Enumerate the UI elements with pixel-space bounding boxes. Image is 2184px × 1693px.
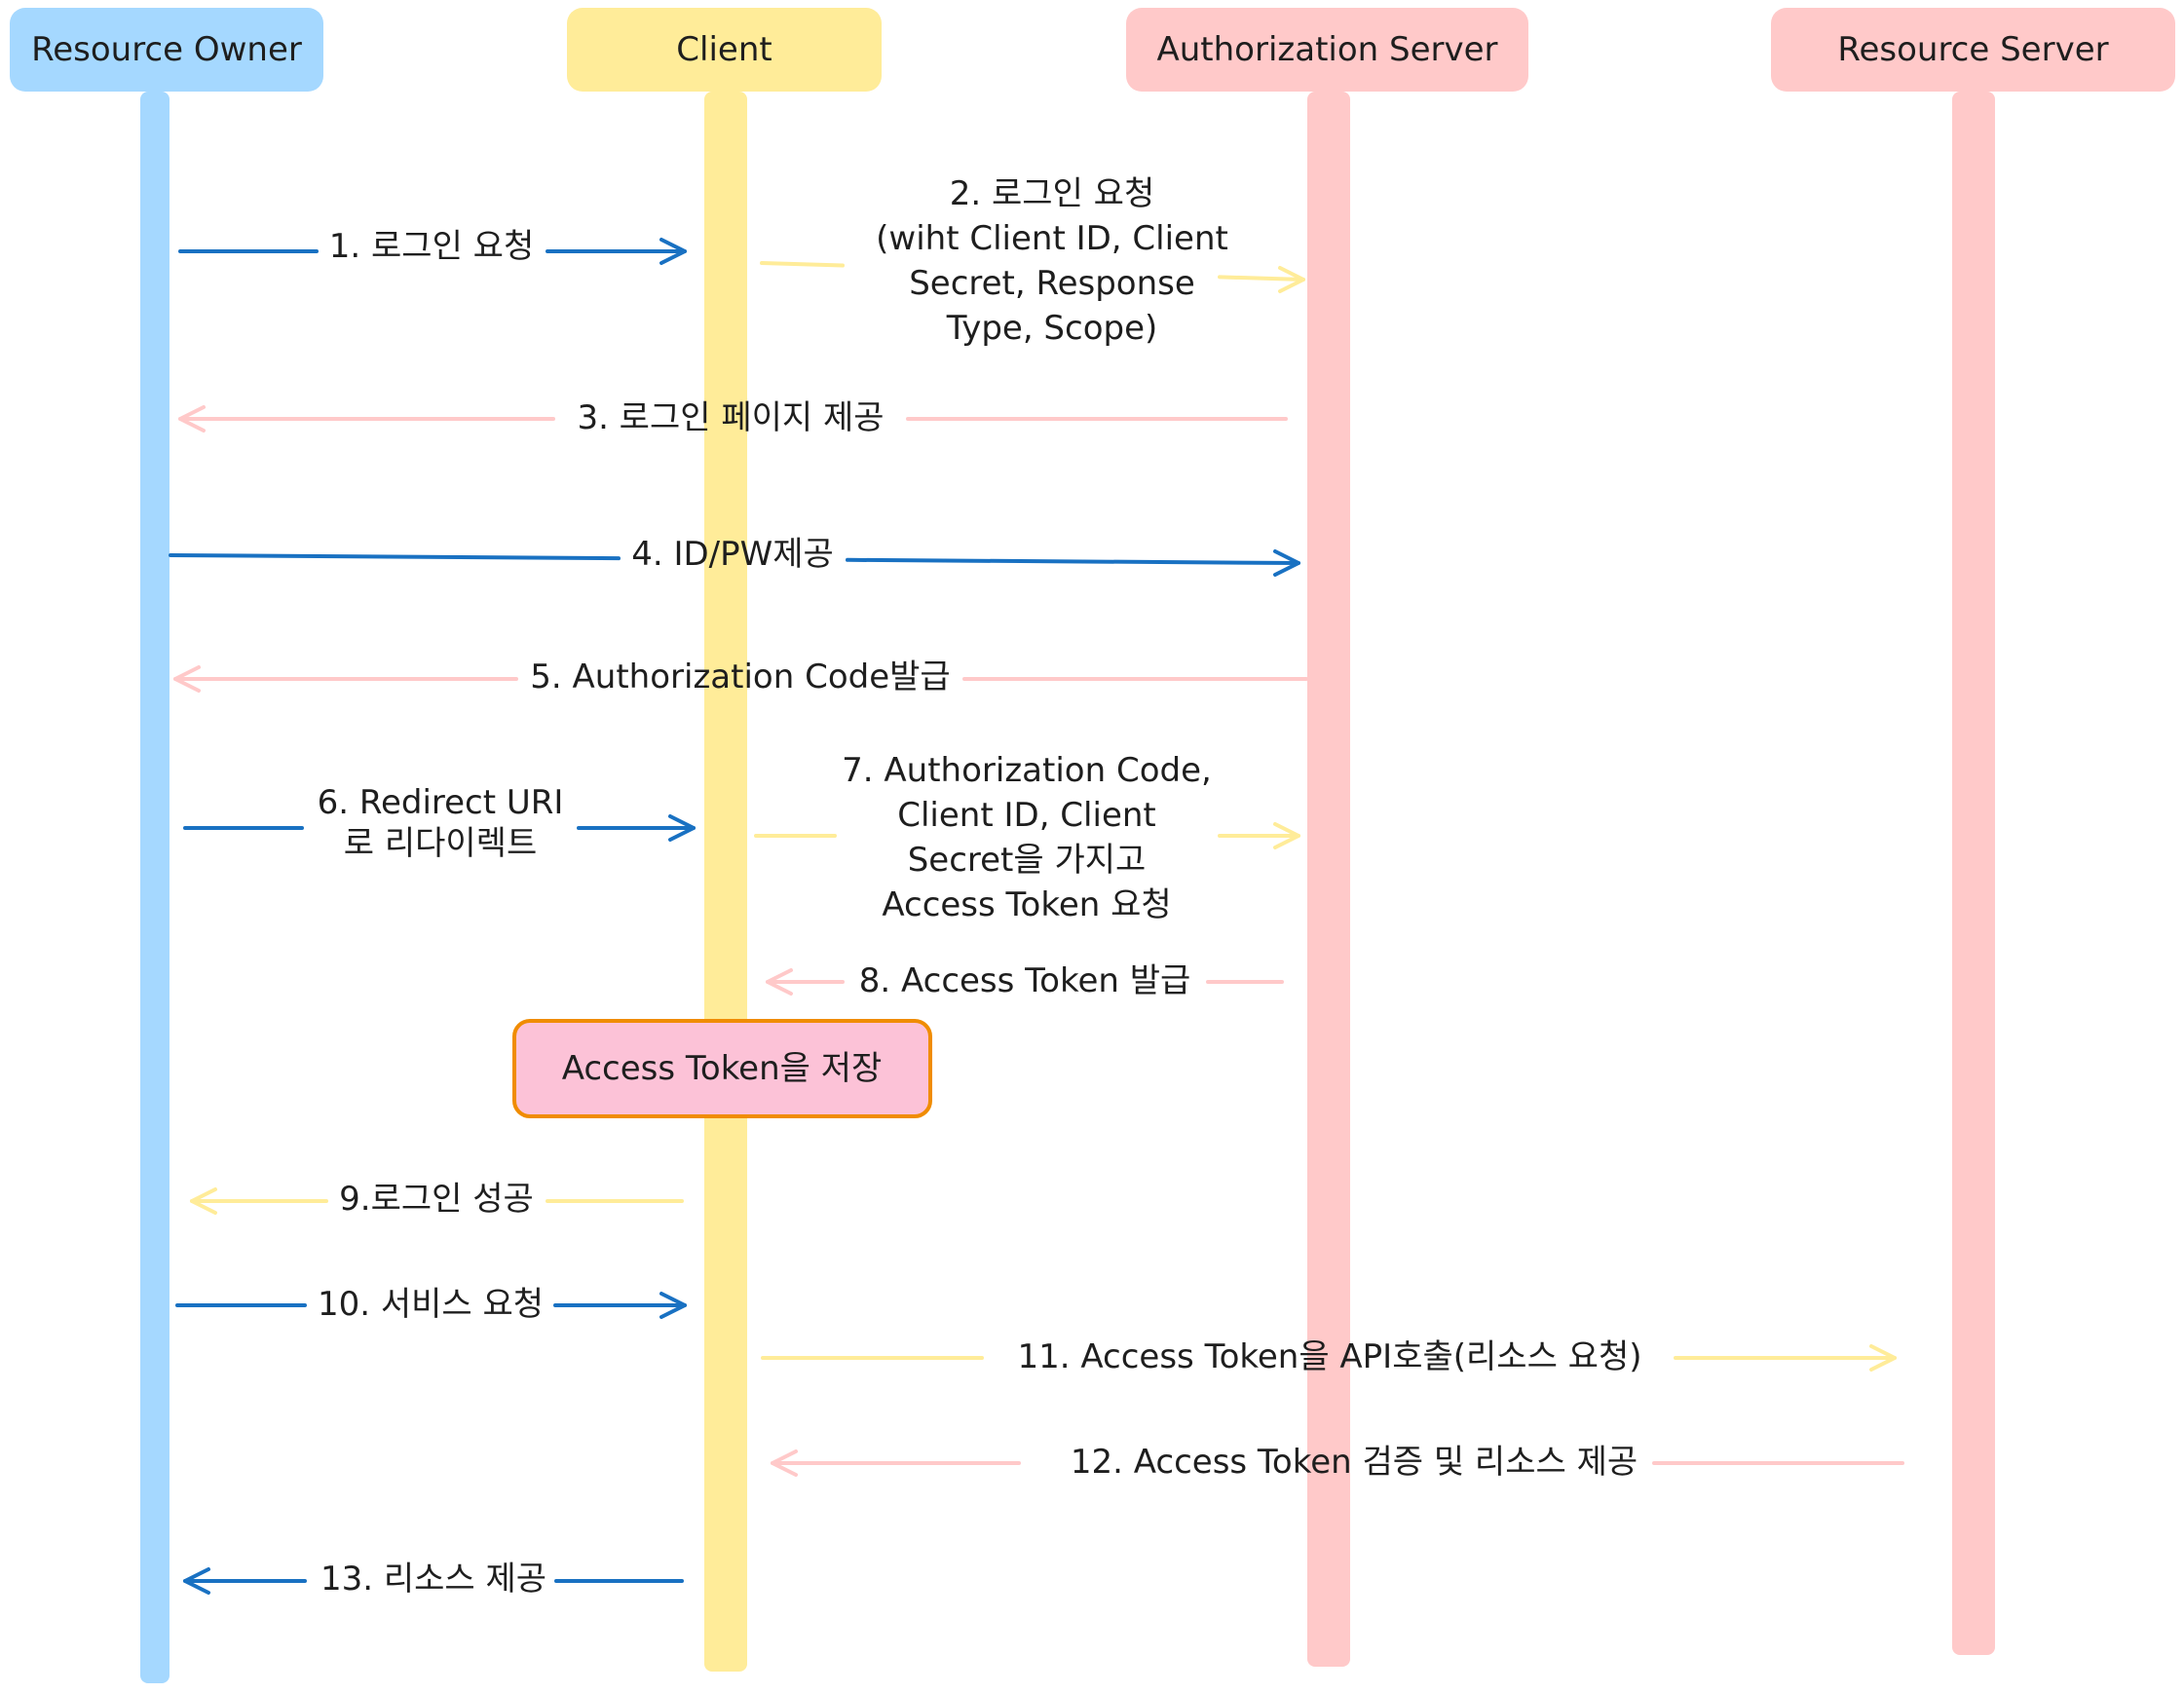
resource-owner-header (10, 8, 323, 92)
message-11-label: 11. Access Token을 API호출(리소스 요청) (1018, 1337, 1642, 1376)
message-2-line-a (760, 261, 845, 268)
message-2-label: 2. 로그인 요청 (950, 174, 1154, 213)
authorization-server-header (1126, 8, 1528, 92)
message-9: 9.로그인 성공 (190, 1180, 684, 1219)
message-13-arrowhead (183, 1567, 210, 1595)
resource-owner-lifeline (140, 92, 169, 1683)
message-4: 4. ID/PW제공 (169, 535, 1300, 577)
resource-server-header-label: Resource Server (1837, 30, 2108, 69)
message-2-label: Secret, Response (909, 264, 1195, 303)
authorization-server-header-label: Authorization Server (1156, 30, 1497, 69)
message-13: 13. 리소스 제공 (183, 1560, 684, 1599)
client-header (567, 8, 882, 92)
message-10-arrowhead (659, 1292, 687, 1319)
message-7-label: Secret을 가지고 (908, 841, 1147, 880)
note-label: Access Token을 저장 (562, 1049, 883, 1088)
message-9-label: 9.로그인 성공 (339, 1180, 534, 1219)
message-13-label: 13. 리소스 제공 (320, 1560, 546, 1599)
message-2-label: (wiht Client ID, Client (876, 219, 1228, 258)
note-box (512, 1019, 932, 1118)
authorization-server-lifeline (1307, 92, 1350, 1667)
resource-owner-header-label: Resource Owner (31, 30, 302, 69)
message-12: 12. Access Token 검증 및 리소스 제공 (771, 1443, 1904, 1482)
message-3-label: 3. 로그인 페이지 제공 (577, 398, 884, 437)
message-7-label: 7. Authorization Code, (842, 751, 1212, 790)
participant-headers: Resource Owner Client Authorization Server… (10, 8, 2175, 92)
message-6-arrowhead (668, 814, 696, 842)
message-6-label: 6. Redirect URI (318, 783, 564, 822)
message-12-arrowhead (771, 1449, 798, 1477)
message-1-arrowhead (659, 238, 687, 265)
message-2: 2. 로그인 요청 (wiht Client ID, ClientSecret, … (760, 174, 1305, 348)
message-4-line-a (169, 553, 621, 561)
message-2-line-b (1218, 275, 1305, 282)
message-3: 3. 로그인 페이지 제공 (178, 398, 1288, 437)
client-lifeline (704, 92, 747, 1672)
message-7-label: Client ID, Client (897, 796, 1156, 835)
message-10: 10. 서비스 요청 (175, 1285, 687, 1324)
lifelines (140, 92, 1995, 1683)
message-6-label: 로 리다이렉트 (344, 824, 538, 863)
messages: 1. 로그인 요청 2. 로그인 요청 (wiht Client ID, Clien… (169, 174, 1904, 1599)
message-7: 7. Authorization Code, Client ID, ClientS… (754, 751, 1300, 924)
message-9-arrowhead (190, 1187, 217, 1215)
message-7-label: Access Token 요청 (882, 885, 1171, 924)
message-4-line-b (846, 557, 1300, 565)
resource-server-lifeline (1952, 92, 1995, 1655)
message-1-label: 1. 로그인 요청 (329, 227, 534, 266)
message-8-arrowhead (766, 968, 793, 996)
note: Access Token을 저장 (512, 1019, 932, 1118)
message-2-label: Type, Scope) (946, 309, 1158, 348)
message-4-label: 4. ID/PW제공 (631, 535, 834, 574)
message-8: 8. Access Token 발급 (766, 961, 1284, 1000)
message-10-label: 10. 서비스 요청 (318, 1285, 544, 1324)
message-3-arrowhead (178, 405, 206, 433)
message-7-arrowhead (1273, 822, 1300, 849)
message-5: 5. Authorization Code발급 (173, 658, 1308, 696)
message-11: 11. Access Token을 API호출(리소스 요청) (761, 1337, 1897, 1376)
message-8-label: 8. Access Token 발급 (859, 961, 1191, 1000)
message-4-arrowhead (1273, 549, 1300, 577)
message-12-label: 12. Access Token 검증 및 리소스 제공 (1071, 1443, 1638, 1482)
message-11-arrowhead (1869, 1344, 1897, 1372)
message-5-label: 5. Authorization Code발급 (530, 658, 950, 696)
message-2-arrowhead (1278, 266, 1305, 293)
message-1: 1. 로그인 요청 (178, 227, 687, 266)
message-5-arrowhead (173, 665, 201, 693)
resource-server-header (1771, 8, 2175, 92)
client-header-label: Client (676, 30, 772, 69)
